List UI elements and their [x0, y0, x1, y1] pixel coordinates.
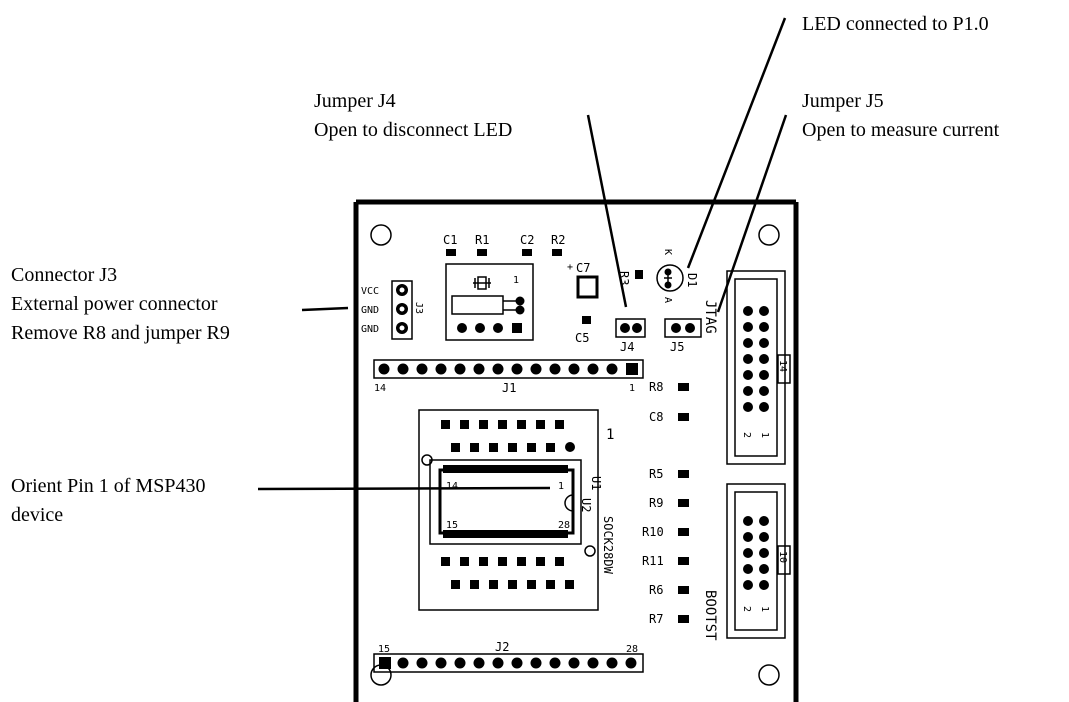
j5-callout-desc: Open to measure current [802, 119, 1000, 141]
vcc-label: VCC [361, 286, 379, 297]
jumper-j5 [664, 318, 702, 338]
jtag-label: JTAG [702, 300, 718, 334]
header-j2 [373, 653, 644, 673]
led-callout: LED connected to P1.0 [802, 13, 989, 35]
socket-pin1-label: 1 [606, 427, 614, 443]
j1-label: J1 [502, 381, 516, 395]
bootst-label: BOOTST [702, 590, 718, 641]
pin1-leader-line [257, 486, 551, 491]
crystal-footprint: 1 [445, 263, 534, 341]
r5-pad [678, 470, 689, 478]
j2-label: J2 [495, 640, 509, 654]
r1-pad [477, 249, 487, 256]
j4-callout-desc: Open to disconnect LED [314, 119, 512, 141]
svg-text:1: 1 [513, 275, 519, 286]
r6-pad [678, 586, 689, 594]
c2-label: C2 [520, 233, 534, 247]
c2-pad [522, 249, 532, 256]
j4-label: J4 [620, 340, 634, 354]
j4-leader-line [586, 114, 628, 308]
r8-label: R8 [649, 380, 663, 394]
bootst-pin1-label: 1 [759, 606, 770, 612]
mounting-hole-tl [370, 224, 392, 246]
j3-label: J3 [413, 302, 424, 314]
pin1-callout-title: Orient Pin 1 of MSP430 [11, 475, 205, 497]
bootst-pin-count: 10 [777, 551, 788, 563]
j1-right-pin: 1 [629, 383, 635, 394]
c1-label: C1 [443, 233, 457, 247]
r6-label: R6 [649, 583, 663, 597]
chip-pin14-label: 14 [446, 481, 458, 492]
j1-left-pin: 14 [374, 383, 386, 394]
board-outline [353, 199, 799, 702]
r7-pad [678, 615, 689, 623]
u2-label: U2 [579, 498, 593, 512]
r11-pad [678, 557, 689, 565]
bootst-header [726, 483, 791, 639]
c7-body [576, 275, 599, 299]
header-j1 [373, 359, 644, 379]
c8-label: C8 [649, 410, 663, 424]
r9-label: R9 [649, 496, 663, 510]
r3-label: R3 [617, 271, 631, 285]
chip-pin15-label: 15 [446, 520, 458, 531]
c7-label: C7 [576, 261, 590, 275]
d1-label: D1 [685, 273, 699, 287]
r7-label: R7 [649, 612, 663, 626]
j2-right-pin: 28 [626, 644, 638, 655]
bootst-pin2-label: 2 [741, 606, 752, 612]
c5-pad [582, 316, 591, 324]
j5-label: J5 [670, 340, 684, 354]
c7-plus: + [567, 262, 573, 273]
j3-callout-note: Remove R8 and jumper R9 [11, 322, 230, 344]
mounting-hole-tr [758, 224, 780, 246]
r2-label: R2 [551, 233, 565, 247]
chip-pin28-label: 28 [558, 520, 570, 531]
led-k-label: K [662, 249, 673, 255]
gnd2-label: GND [361, 324, 379, 335]
socket-type-label: SOCK28DW [601, 516, 615, 575]
led-d1 [656, 264, 684, 292]
gnd1-label: GND [361, 305, 379, 316]
jtag-pin1-label: 1 [759, 432, 770, 438]
r9-pad [678, 499, 689, 507]
chip-pin1-label: 1 [558, 481, 564, 492]
r2-pad [552, 249, 562, 256]
j2-left-pin: 15 [378, 644, 390, 655]
r1-label: R1 [475, 233, 489, 247]
mounting-hole-br [758, 664, 780, 686]
c8-pad [678, 413, 689, 421]
c5-label: C5 [575, 331, 589, 345]
j3-callout-desc: External power connector [11, 293, 218, 315]
j3-callout-title: Connector J3 [11, 264, 117, 286]
j4-callout-title: Jumper J4 [314, 90, 396, 112]
jtag-pin2-label: 2 [741, 432, 752, 438]
jtag-header [726, 270, 791, 465]
pin1-callout-desc: device [11, 504, 63, 526]
u1-label: U1 [589, 476, 603, 490]
r5-label: R5 [649, 467, 663, 481]
j3-leader-line [301, 306, 349, 312]
r10-label: R10 [642, 525, 664, 539]
r10-pad [678, 528, 689, 536]
r11-label: R11 [642, 554, 664, 568]
socket-footprint [418, 409, 599, 611]
jtag-pin-count: 14 [777, 360, 788, 372]
led-a-label: A [662, 297, 673, 303]
c1-pad [446, 249, 456, 256]
led-leader-line [686, 17, 787, 269]
jumper-j4 [615, 318, 646, 338]
r3-pad [635, 270, 643, 279]
r8-pad [678, 383, 689, 391]
connector-j3 [391, 280, 413, 340]
j5-callout-title: Jumper J5 [802, 90, 884, 112]
j5-leader-line [716, 114, 788, 313]
